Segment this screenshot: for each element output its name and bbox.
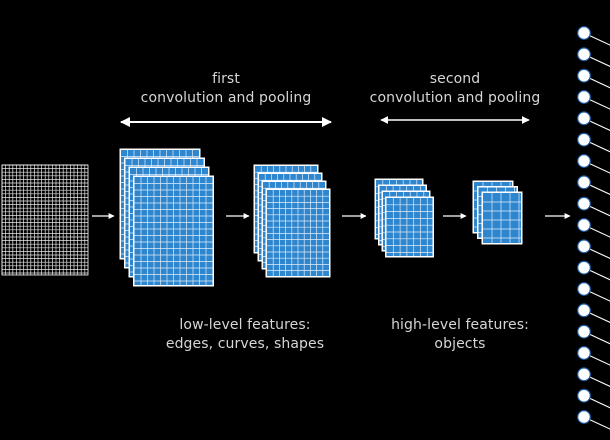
fc-node — [577, 218, 591, 232]
fc-node — [577, 90, 591, 104]
feature-map — [385, 196, 434, 258]
stage1-caption-line1: low-level features: — [179, 317, 311, 333]
fc-node — [577, 111, 591, 126]
fc-node — [577, 367, 591, 382]
pool1-feature-maps — [253, 164, 331, 278]
fc-node — [577, 260, 591, 275]
feature-map — [133, 175, 214, 287]
fc-node — [577, 324, 591, 339]
fc-node — [577, 388, 591, 403]
fc-node — [577, 175, 591, 190]
input-image-grid — [1, 164, 89, 276]
fc-node — [577, 282, 591, 296]
pool2-feature-maps — [472, 180, 523, 245]
stage1-title: first convolution and pooling — [121, 70, 331, 108]
fc-node — [577, 132, 591, 147]
fc-node — [577, 154, 591, 168]
stage1-caption: low-level features: edges, curves, shape… — [140, 316, 350, 354]
stage1-title-line2: convolution and pooling — [140, 90, 312, 106]
stage1-caption-line2: edges, curves, shapes — [165, 336, 325, 352]
feature-map — [481, 191, 523, 245]
fc-node — [577, 239, 591, 254]
stage2-title-line1: second — [429, 71, 481, 87]
fc-node — [577, 303, 591, 318]
fc-node — [577, 410, 591, 424]
fully-connected-layer — [577, 26, 610, 430]
fc-node — [577, 346, 591, 360]
stage2-caption-line2: objects — [434, 336, 486, 352]
feature-map — [265, 188, 331, 278]
fc-node — [577, 68, 591, 83]
fc-node — [577, 47, 591, 62]
stage2-caption-line1: high-level features: — [391, 317, 529, 333]
fc-node — [577, 26, 591, 40]
stage1-title-line1: first — [212, 71, 240, 87]
stage2-title-line2: convolution and pooling — [369, 90, 541, 106]
conv2-feature-maps — [374, 178, 434, 258]
stage2-title: second convolution and pooling — [365, 70, 545, 108]
stage2-caption: high-level features: objects — [375, 316, 545, 354]
conv1-feature-maps — [119, 148, 214, 287]
fc-node — [577, 196, 591, 211]
